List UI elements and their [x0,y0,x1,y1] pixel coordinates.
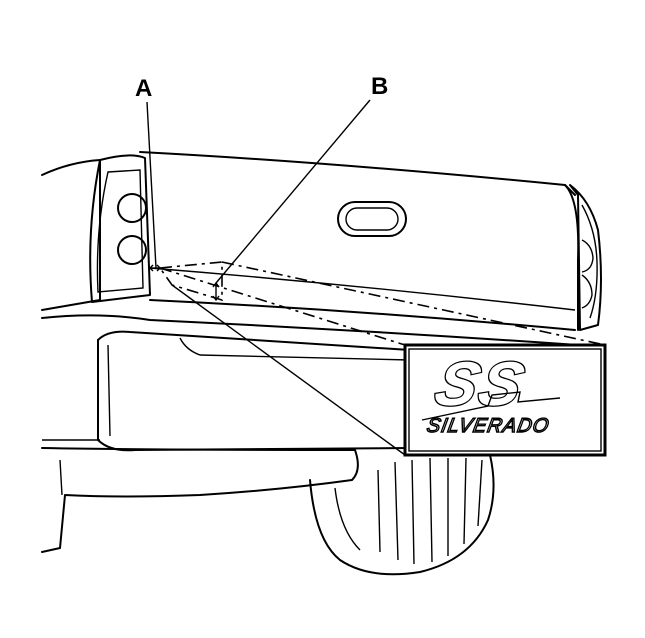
ss-emblem-text: SS [429,350,533,419]
tailgate-bottom-edge [149,299,576,331]
emblem-swoosh [421,391,561,421]
rear-tire [309,454,495,576]
callout-a-leader [146,101,157,269]
tailgate-crease [149,267,576,311]
ss-emblem: SS [427,349,533,420]
tailgate-handle [337,201,407,237]
callout-b-label: B [371,73,388,100]
lower-body [41,447,359,553]
dimension-b-marker [212,281,220,302]
emblem-detail-box: SS SILVERADO [403,343,607,457]
right-bed-corner [564,184,580,331]
tailgate-top-edge [139,151,576,196]
right-tail-lamp [569,184,602,331]
left-tail-lamp [89,154,151,303]
silverado-script-text: SILVERADO [425,415,551,437]
silverado-script: SILVERADO [424,414,552,437]
dimension-a-marker [149,264,161,272]
callout-b-leader [215,99,371,284]
emblem-location-outline [158,261,606,456]
callout-a-label: A [135,75,152,102]
